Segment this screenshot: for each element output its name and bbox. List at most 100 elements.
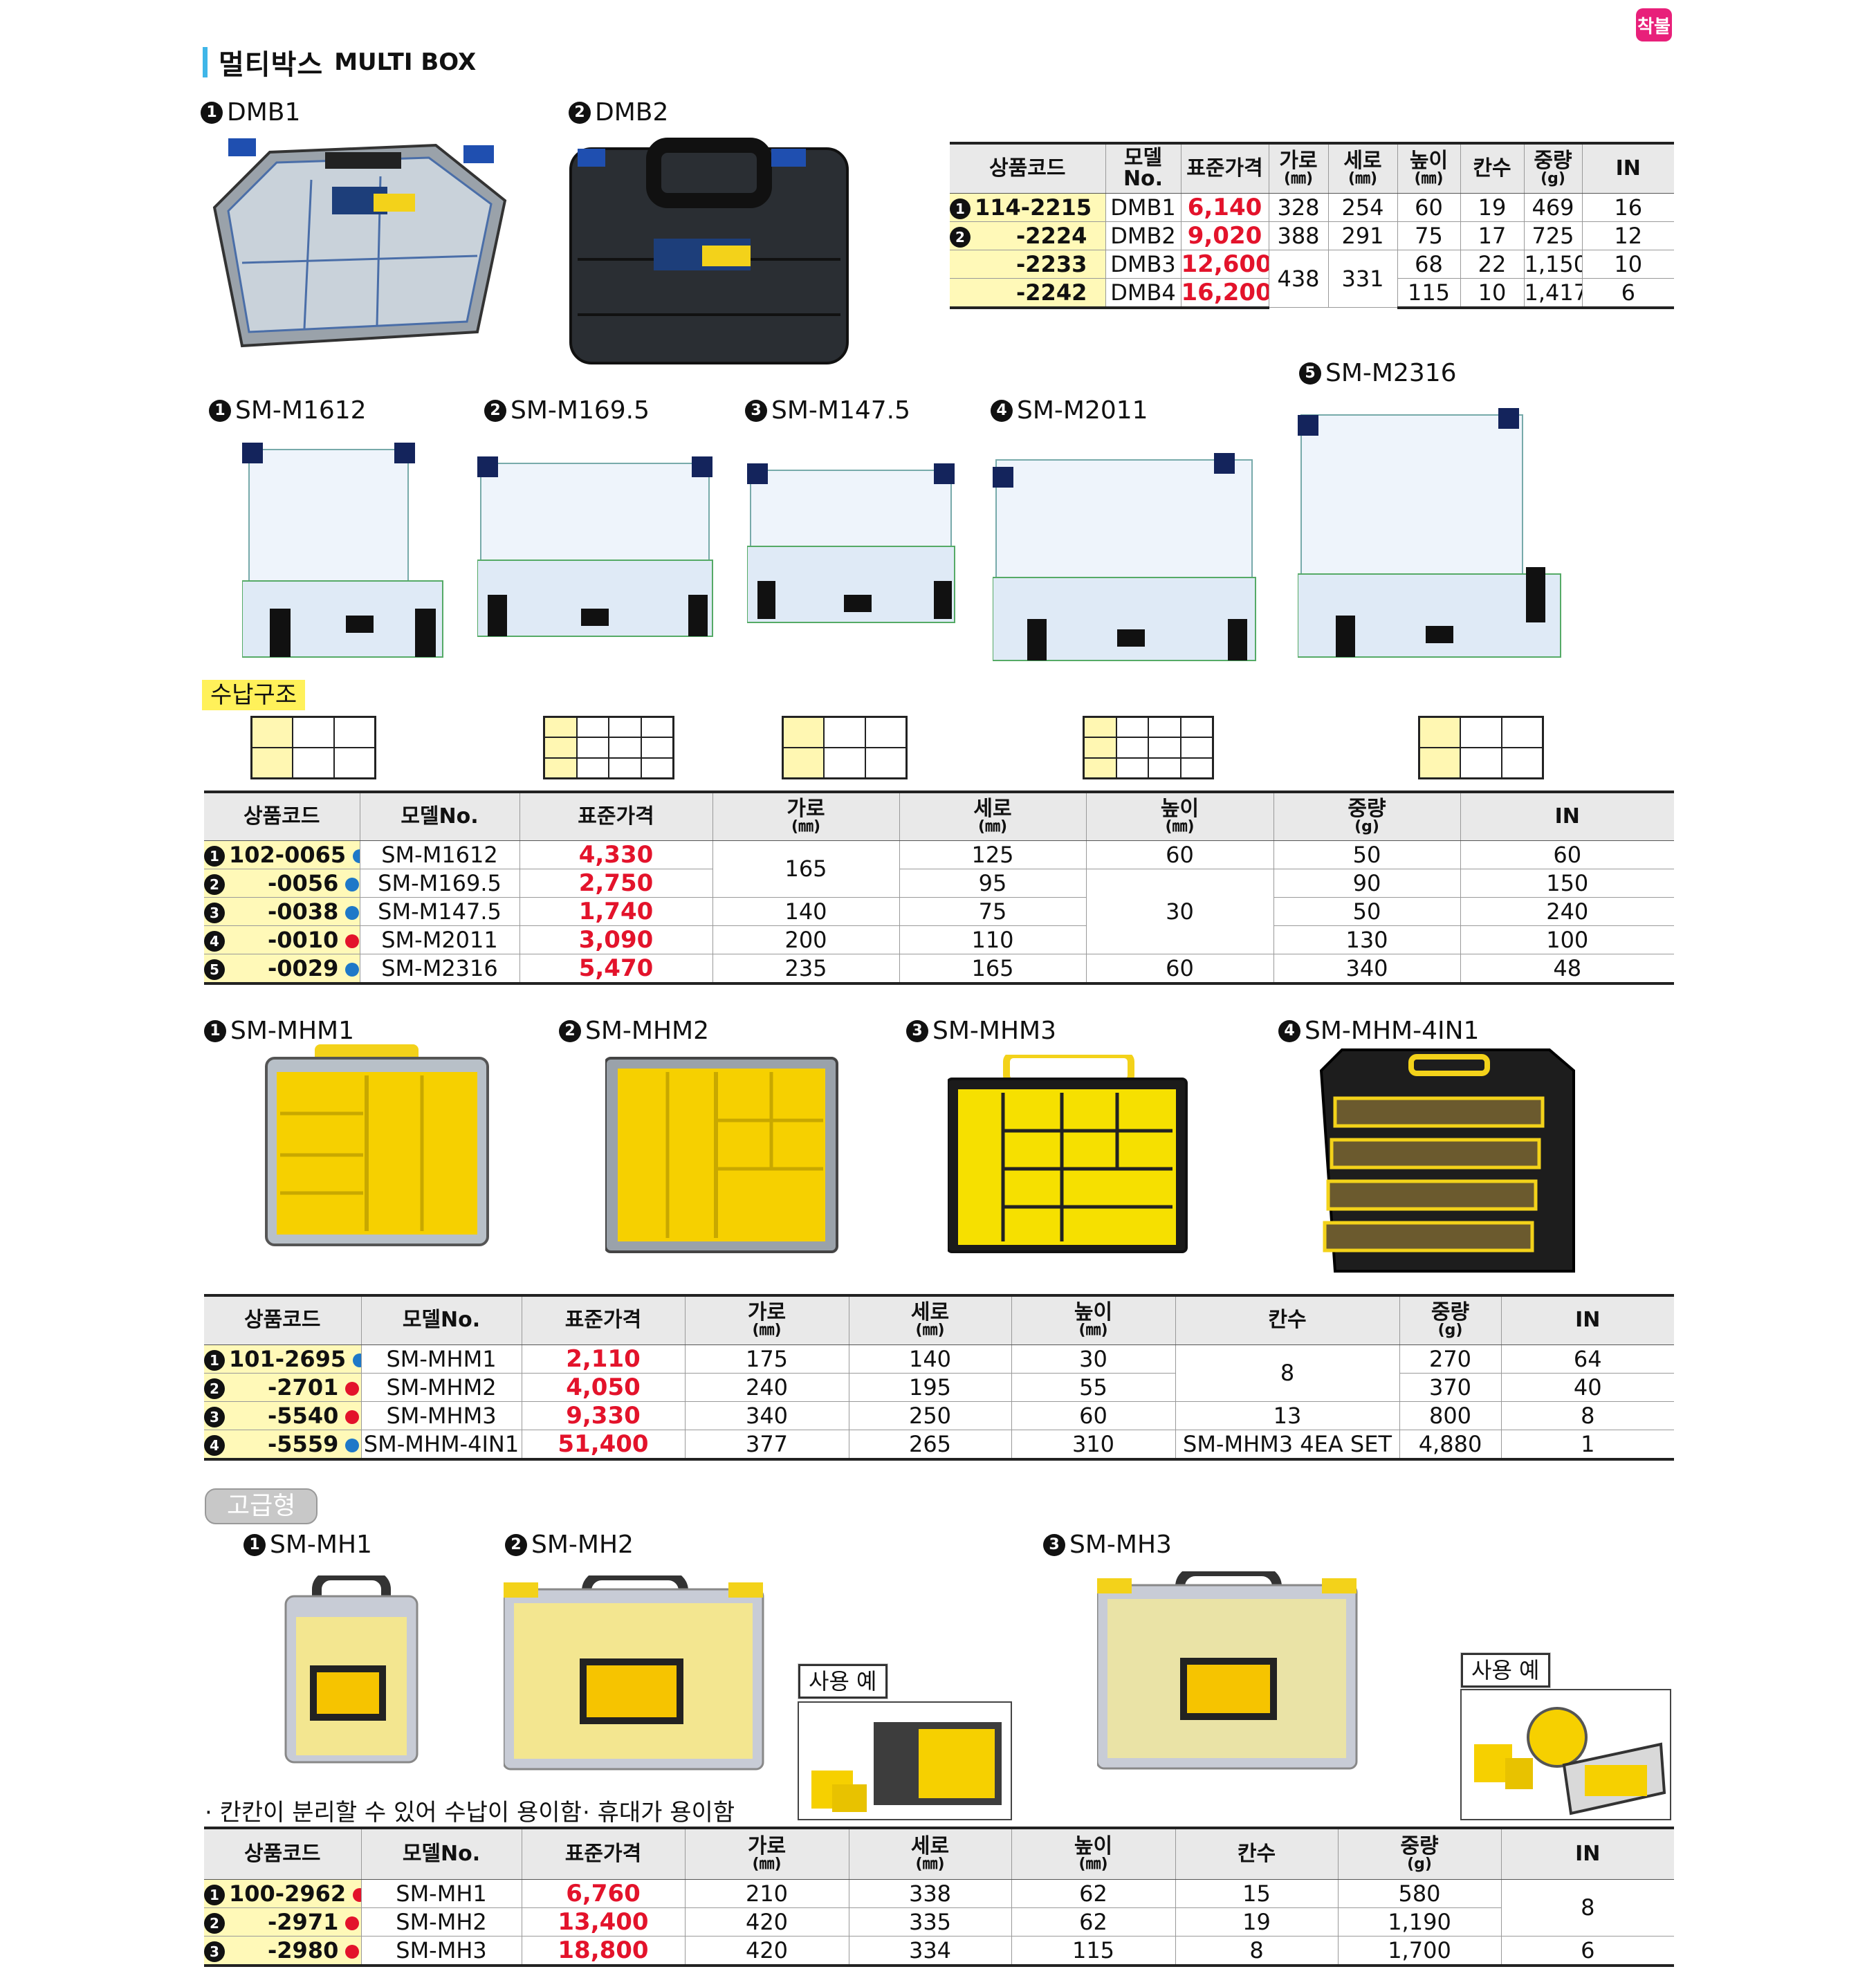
sm-mhm-4in1-image <box>1319 1048 1575 1273</box>
depth-cell: 338 <box>848 1879 1011 1908</box>
stock-dot-icon <box>345 962 360 977</box>
model-cell: SM-MHM2 <box>360 1373 522 1402</box>
header-weight: 중량(g) <box>1337 1828 1501 1880</box>
dmb1-image <box>212 138 507 348</box>
price-cell: 3,090 <box>519 925 712 954</box>
model-cell: SM-MH3 <box>360 1936 522 1967</box>
row-number: 1 <box>950 198 971 219</box>
table-row: 5-0029 SM-M2316 5,470 235 165 60 340 48 <box>204 954 1674 985</box>
number-badge: 1 <box>201 101 223 124</box>
price-cell: 5,470 <box>519 954 712 985</box>
price-cell: 9,020 <box>1180 221 1269 250</box>
weight-cell: 800 <box>1399 1401 1501 1430</box>
usage-example-image-1 <box>798 1701 1012 1820</box>
header-in: IN <box>1500 1828 1674 1880</box>
product-name: SM-MH1 <box>270 1531 372 1559</box>
sm-m169-image <box>477 456 713 637</box>
height-cell: 60 <box>1011 1401 1175 1430</box>
storage-structure-tag: 수납구조 <box>202 680 306 710</box>
stock-dot-icon <box>345 934 360 948</box>
header-height-label: 높이 <box>1160 796 1199 821</box>
header-code: 상품코드 <box>204 792 360 841</box>
product-name: SM-MHM3 <box>932 1017 1056 1045</box>
price-cell: 18,800 <box>521 1936 685 1967</box>
header-depth: 세로(㎜) <box>899 792 1086 841</box>
sm-mhm1-image <box>265 1044 489 1246</box>
table-row: 4-0010 SM-M2011 3,090 200 110 130 100 <box>204 925 1674 954</box>
table-row: 2-0056 SM-M169.5 2,750 95 30 90 150 <box>204 869 1674 954</box>
cells-cell: 13 <box>1175 1401 1399 1430</box>
number-badge: 2 <box>505 1533 527 1556</box>
depth-cell: 265 <box>848 1430 1011 1461</box>
width-cell: 438 <box>1268 250 1328 308</box>
header-height-label: 높이 <box>1074 1300 1113 1325</box>
height-cell: 310 <box>1011 1430 1175 1461</box>
model-cell: SM-M169.5 <box>359 869 519 898</box>
cells-cell: 19 <box>1175 1907 1338 1937</box>
header-weight-unit: (g) <box>1541 169 1565 187</box>
header-width-label: 가로 <box>787 796 825 821</box>
price-cell: 6,760 <box>521 1879 685 1908</box>
price-cell: 51,400 <box>521 1430 685 1461</box>
product-name: SM-M169.5 <box>511 396 650 425</box>
header-depth-label: 세로 <box>973 796 1012 821</box>
product-name: SM-M147.5 <box>771 396 911 425</box>
price-cell: 16,200 <box>1180 278 1269 309</box>
product-code: -0029 <box>268 954 339 981</box>
storage-grid-5 <box>1418 716 1544 779</box>
code-cell: 2-2224 <box>950 221 1105 250</box>
height-cell: 30 <box>1085 869 1273 954</box>
sm-m147-image <box>747 463 955 623</box>
row-number: 2 <box>950 226 971 248</box>
header-in: IN <box>1581 143 1674 194</box>
sm-mh-spec-table: 상품코드 모델No. 표준가격 가로(㎜) 세로(㎜) 높이(㎜) 칸수 중량(… <box>204 1827 1674 1967</box>
table-row: 3-2980 SM-MH3 18,800 420 334 115 8 1,700… <box>204 1936 1674 1967</box>
header-width-label: 가로 <box>747 1833 787 1858</box>
product-name: SM-M1612 <box>235 396 367 425</box>
header-weight-unit: (g) <box>1407 1855 1432 1873</box>
number-badge: 2 <box>559 1019 581 1042</box>
header-depth-label: 세로 <box>1343 148 1382 173</box>
header-depth-unit: (㎜) <box>1348 169 1378 187</box>
product-code: -5559 <box>268 1430 339 1457</box>
width-cell: 240 <box>684 1373 849 1402</box>
header-height-label: 높이 <box>1409 148 1449 173</box>
product-code: 102-0065 <box>229 841 347 868</box>
in-cell: 6 <box>1500 1936 1674 1967</box>
premium-tag: 고급형 <box>205 1488 318 1524</box>
row-number: 1 <box>204 1349 225 1371</box>
stock-dot-icon <box>345 1381 360 1396</box>
product-code: -5540 <box>268 1402 339 1429</box>
height-cell: 62 <box>1011 1879 1175 1908</box>
sm-mh3-image <box>1097 1571 1358 1770</box>
header-code: 상품코드 <box>950 143 1105 194</box>
product-name: SM-M2011 <box>1017 396 1148 425</box>
page-title-en: MULTI BOX <box>334 48 477 76</box>
product-name: SM-MHM-4IN1 <box>1305 1017 1480 1045</box>
in-cell: 48 <box>1460 954 1674 985</box>
stock-dot-icon <box>345 1916 360 1930</box>
price-cell: 12,600 <box>1180 250 1269 279</box>
weight-cell: 469 <box>1523 193 1582 222</box>
in-cell: 1 <box>1500 1430 1674 1461</box>
in-cell: 8 <box>1500 1401 1674 1430</box>
dmb-spec-table: 상품코드 모델No. 표준가격 가로(㎜) 세로(㎜) 높이(㎜) 칸수 중량(… <box>950 142 1674 309</box>
header-cells: 칸수 <box>1175 1295 1399 1345</box>
code-cell: 2-2701 <box>204 1373 361 1402</box>
price-cell: 2,110 <box>521 1344 685 1374</box>
sm-mhm-spec-table: 상품코드 모델No. 표준가격 가로(㎜) 세로(㎜) 높이(㎜) 칸수 중량(… <box>204 1294 1674 1461</box>
code-cell: -2233 <box>950 250 1105 279</box>
header-width: 가로(㎜) <box>684 1828 849 1880</box>
depth-cell: 195 <box>848 1373 1011 1402</box>
number-badge: 1 <box>204 1019 226 1042</box>
table-row: 4-5559 SM-MHM-4IN1 51,400 377 265 310 SM… <box>204 1430 1674 1461</box>
product-code: -2242 <box>1016 279 1087 306</box>
weight-cell: 130 <box>1273 925 1460 954</box>
code-cell: 4-0010 <box>204 925 360 954</box>
